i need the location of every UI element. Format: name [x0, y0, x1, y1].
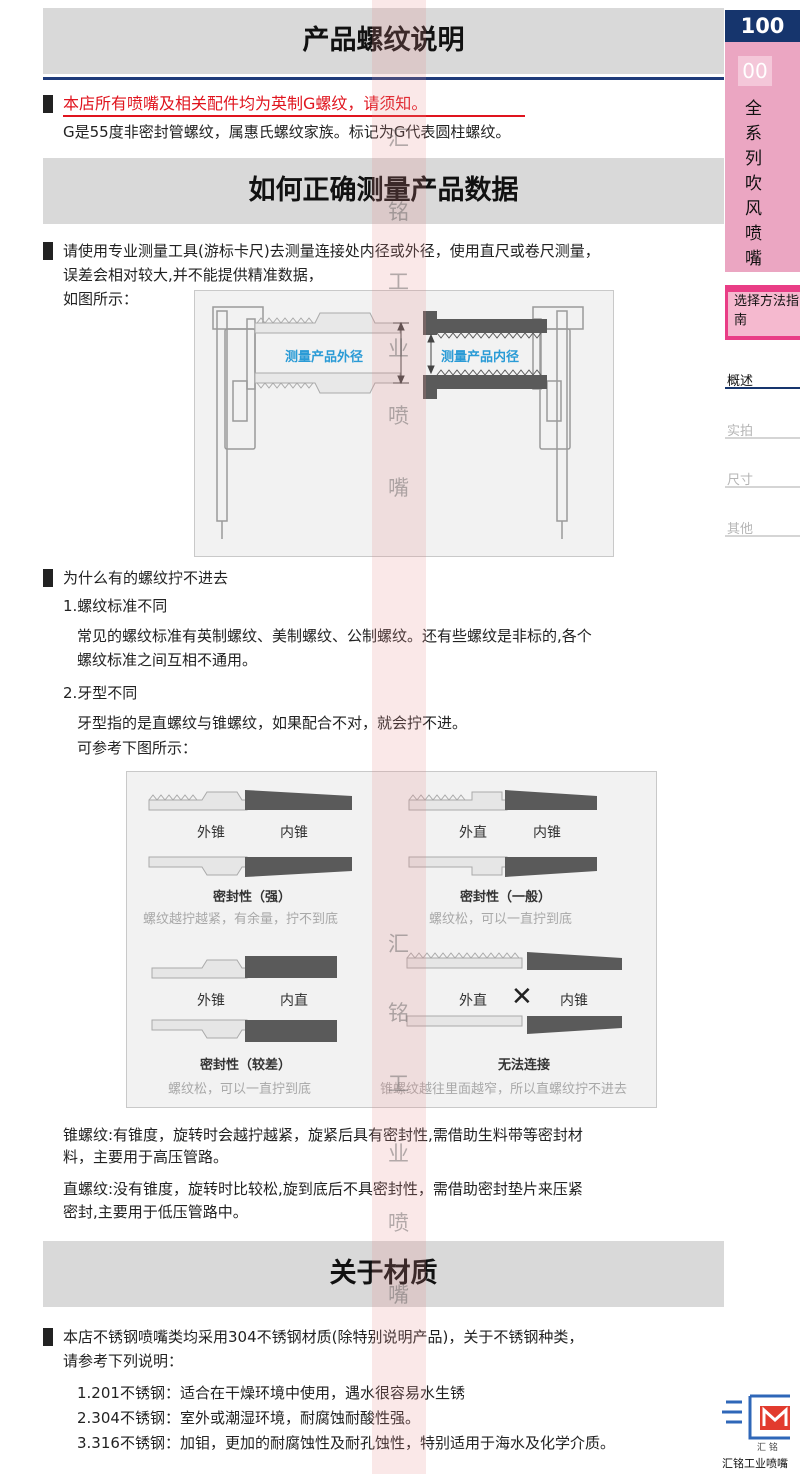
series-title-char: 列 — [745, 149, 762, 169]
taper-thread-line-1: 锥螺纹:有锥度，旋转时会越拧越紧，旋紧后具有密封性,需借助生料带等密封材 — [63, 1126, 583, 1144]
nav-dimensions[interactable]: 尺寸 — [727, 473, 754, 488]
thread-notice: 本店所有喷嘴及相关配件均为英制G螺纹，请须知。 — [63, 94, 428, 113]
caliper-figure: 测量产品外径 测量产品内径 — [194, 290, 614, 557]
thread-type-figure: 外锥 内锥 密封性（强） 螺纹越拧越紧，有余量，拧不到底 外直 内锥 密封性（一… — [126, 771, 657, 1108]
series-title-char: 嘴 — [745, 249, 762, 269]
steel-304: 2.304不锈钢：室外或潮湿环境，耐腐蚀耐酸性强。 — [77, 1409, 420, 1427]
watermark-char: 嘴 — [388, 1283, 409, 1307]
brand-logo-icon — [722, 1394, 790, 1440]
section-title-material: 关于材质 — [43, 1241, 724, 1307]
q4-right-label: 内锥 — [560, 993, 588, 1009]
nav-divider — [725, 486, 800, 488]
notice-underline — [63, 115, 525, 117]
reason-2-title: 2.牙型不同 — [63, 684, 138, 702]
measure-para-3: 如图所示： — [63, 290, 139, 308]
steel-201: 1.201不锈钢：适合在干燥环境中使用，遇水很容易水生锈 — [77, 1384, 465, 1402]
nav-overview[interactable]: 概述 — [727, 374, 754, 389]
watermark-char: 工 — [388, 270, 409, 294]
q3-note: 螺纹松，可以一直拧到底 — [168, 1082, 312, 1097]
reason-1-line-2: 螺纹标准之间互相不通用。 — [77, 651, 258, 669]
reason-2-line-1: 牙型指的是直螺纹与锥螺纹，如果配合不对，就会拧不进。 — [77, 714, 468, 732]
watermark-char: 汇 — [388, 126, 409, 150]
why-title: 为什么有的螺纹拧不进去 — [63, 569, 229, 587]
brand-logo — [720, 1390, 800, 1450]
bullet-square — [43, 95, 53, 113]
q2-left-label: 外直 — [459, 825, 487, 841]
steel-316: 3.316不锈钢：加钼，更加的耐腐蚀性及耐孔蚀性，特别适用于海水及化学介质。 — [77, 1434, 615, 1452]
logo-chars: 汇 铭 — [757, 1443, 778, 1453]
series-title-char: 喷 — [745, 224, 762, 244]
measure-para-1: 请使用专业测量工具(游标卡尺)去测量连接处内径或外径，使用直尺或卷尺测量， — [63, 242, 600, 260]
series-title-char: 系 — [745, 124, 762, 144]
watermark-char: 汇 — [388, 932, 409, 956]
watermark-char: 工 — [388, 1072, 409, 1096]
watermark-char: 业 — [388, 1142, 409, 1166]
nav-photos[interactable]: 实拍 — [727, 424, 754, 439]
outer-diameter-label: 测量产品外径 — [285, 350, 364, 365]
q1-right-label: 内锥 — [280, 825, 308, 841]
section-title-thread: 产品螺纹说明 — [43, 8, 724, 74]
q1-note: 螺纹越拧越紧，有余量，拧不到底 — [143, 912, 339, 927]
inner-diameter-label: 测量产品内径 — [441, 350, 520, 365]
thread-description: G是55度非密封管螺纹，属惠氏螺纹家族。标记为G代表圆柱螺纹。 — [63, 123, 511, 141]
nav-divider — [725, 535, 800, 537]
thread-type-illustration — [148, 790, 622, 1042]
q1-left-label: 外锥 — [197, 825, 225, 841]
series-title-char: 吹 — [745, 174, 762, 194]
title-underline — [43, 77, 724, 80]
section-title-measure: 如何正确测量产品数据 — [43, 158, 724, 224]
reason-1-line-1: 常见的螺纹标准有英制螺纹、美制螺纹、公制螺纹。还有些螺纹是非标的,各个 — [77, 627, 592, 645]
select-guide-link[interactable]: 选择方法指南 — [728, 292, 800, 336]
watermark-char: 喷 — [388, 404, 409, 428]
q3-right-label: 内直 — [280, 993, 308, 1009]
q3-title: 密封性（较差） — [200, 1058, 292, 1073]
caliper-illustration — [212, 306, 584, 539]
q4-title: 无法连接 — [498, 1058, 551, 1073]
watermark-char: 业 — [388, 337, 409, 361]
q4-note: 锥螺纹越往里面越窄，所以直螺纹拧不进去 — [380, 1082, 628, 1097]
incompatible-x-icon: ✕ — [511, 982, 533, 1012]
watermark-strip — [372, 0, 426, 1474]
bullet-square — [43, 1328, 53, 1346]
series-badge: 00 — [738, 56, 772, 86]
watermark-char: 喷 — [388, 1211, 409, 1235]
reason-1-title: 1.螺纹标准不同 — [63, 597, 168, 615]
q3-left-label: 外锥 — [197, 993, 225, 1009]
watermark-char: 铭 — [388, 200, 409, 224]
q2-right-label: 内锥 — [533, 825, 561, 841]
straight-thread-line-2: 密封,主要用于低压管路中。 — [63, 1203, 248, 1221]
watermark-char: 嘴 — [388, 476, 409, 500]
taper-thread-line-2: 料，主要用于高压管路。 — [63, 1148, 229, 1166]
straight-thread-line-1: 直螺纹:没有锥度，旋转时比较松,旋到底后不具密封性，需借助密封垫片来压紧 — [63, 1180, 583, 1198]
bullet-square — [43, 242, 53, 260]
reason-2-line-2: 可参考下图所示： — [77, 739, 198, 757]
measure-para-2: 误差会相对较大,并不能提供精准数据， — [63, 266, 323, 284]
nav-other[interactable]: 其他 — [727, 522, 754, 537]
q2-note: 螺纹松，可以一直拧到底 — [429, 912, 573, 927]
series-title-char: 风 — [745, 199, 762, 219]
series-number: 100 — [725, 10, 800, 42]
nav-divider — [725, 437, 800, 439]
series-title-char: 全 — [745, 99, 762, 119]
q1-title: 密封性（强） — [213, 890, 292, 905]
nav-divider — [725, 387, 800, 389]
bullet-square — [43, 569, 53, 587]
watermark-char: 铭 — [388, 1001, 409, 1025]
q2-title: 密封性（一般） — [460, 890, 552, 905]
logo-caption: 汇铭工业喷嘴 — [722, 1457, 788, 1470]
q4-left-label: 外直 — [459, 993, 487, 1009]
material-para-2: 请参考下列说明： — [63, 1352, 184, 1370]
material-para-1: 本店不锈钢喷嘴类均采用304不锈钢材质(除特别说明产品)，关于不锈钢种类， — [63, 1328, 584, 1346]
